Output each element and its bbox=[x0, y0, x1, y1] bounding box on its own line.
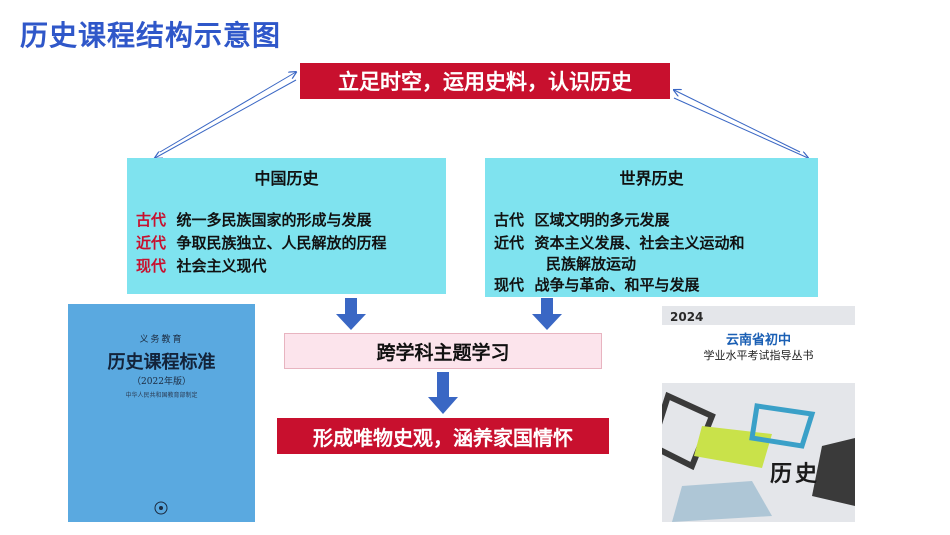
world-row-ancient: 古代 区域文明的多元发展 bbox=[494, 209, 669, 230]
book-subject: 历史 bbox=[770, 462, 821, 487]
era-label: 近代 bbox=[494, 234, 525, 252]
world-row-contemporary: 现代 战争与革命、和平与发展 bbox=[494, 274, 699, 295]
top-goal-box: 立足时空，运用史料，认识历史 bbox=[300, 63, 670, 99]
china-history-panel: 中国历史 古代 统一多民族国家的形成与发展 近代 争取民族独立、人民解放的历程 … bbox=[127, 158, 446, 294]
book-edition: （2022年版） bbox=[132, 377, 191, 387]
down-arrow-world bbox=[532, 298, 562, 330]
book-series-title: 学业水平考试指导丛书 bbox=[703, 349, 814, 362]
arrow-goal-to-world bbox=[673, 97, 808, 158]
interdisciplinary-box: 跨学科主题学习 bbox=[284, 333, 602, 369]
china-row-ancient: 古代 统一多民族国家的形成与发展 bbox=[136, 209, 371, 230]
bottom-goal-box: 形成唯物史观，涵养家国情怀 bbox=[277, 418, 609, 454]
era-label: 古代 bbox=[494, 211, 525, 229]
arrow-china-to-goal bbox=[159, 72, 296, 153]
world-row-modern-cont: 民族解放运动 bbox=[546, 253, 636, 274]
bottom-goal-text: 形成唯物史观，涵养家国情怀 bbox=[313, 425, 573, 450]
interdisciplinary-text: 跨学科主题学习 bbox=[376, 341, 510, 364]
world-heading: 世界历史 bbox=[619, 169, 684, 188]
curriculum-standard-book-image: 义务教育 历史课程标准 （2022年版） 中华人民共和国教育部制定 bbox=[68, 304, 255, 522]
arrow-world-to-goal bbox=[674, 90, 801, 153]
book-series: 义务教育 bbox=[139, 335, 184, 345]
era-text: 统一多民族国家的形成与发展 bbox=[176, 211, 372, 229]
book-title-band: 云南省初中 学业水平考试指导丛书 bbox=[662, 325, 855, 383]
publisher-logo-icon bbox=[154, 501, 168, 515]
era-label: 现代 bbox=[136, 257, 167, 275]
era-text: 资本主义发展、社会主义运动和 bbox=[534, 234, 745, 252]
page-title: 历史课程结构示意图 bbox=[20, 19, 282, 52]
arrow-goal-to-china bbox=[155, 79, 297, 158]
era-text: 民族解放运动 bbox=[546, 255, 637, 273]
down-arrow-middle bbox=[428, 372, 458, 414]
world-row-modern: 近代 资本主义发展、社会主义运动和 bbox=[494, 232, 744, 253]
down-arrow-china bbox=[336, 298, 366, 330]
era-label: 古代 bbox=[136, 211, 167, 229]
cover-decoration-icon bbox=[662, 391, 855, 522]
era-label: 近代 bbox=[136, 234, 167, 252]
exam-guide-book-image: 2024 云南省初中 学业水平考试指导丛书 历史 bbox=[662, 306, 855, 522]
china-heading: 中国历史 bbox=[254, 169, 319, 188]
top-goal-text: 立足时空，运用史料，认识历史 bbox=[338, 70, 632, 94]
book-title: 历史课程标准 bbox=[107, 352, 216, 373]
book-region: 云南省初中 bbox=[725, 333, 791, 348]
china-row-modern: 近代 争取民族独立、人民解放的历程 bbox=[136, 232, 386, 253]
world-history-panel: 世界历史 古代 区域文明的多元发展 近代 资本主义发展、社会主义运动和 民族解放… bbox=[485, 158, 818, 297]
era-text: 争取民族独立、人民解放的历程 bbox=[176, 234, 387, 252]
era-text: 区域文明的多元发展 bbox=[534, 211, 670, 229]
era-text: 社会主义现代 bbox=[176, 257, 267, 275]
era-label: 现代 bbox=[494, 276, 525, 294]
era-text: 战争与革命、和平与发展 bbox=[534, 276, 700, 294]
china-row-contemporary: 现代 社会主义现代 bbox=[136, 255, 266, 276]
book-year: 2024 bbox=[670, 310, 704, 324]
book-issuer: 中华人民共和国教育部制定 bbox=[125, 392, 198, 399]
